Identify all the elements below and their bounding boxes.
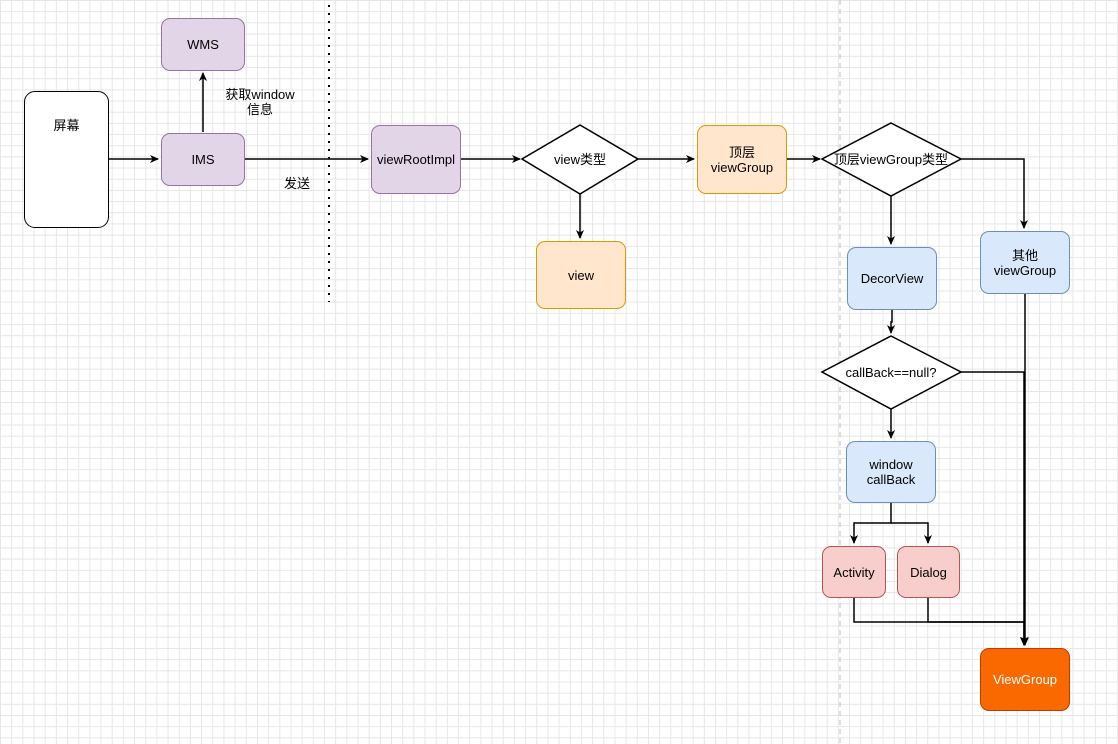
- node-other-view-group-label: 其他viewGroup: [993, 247, 1057, 278]
- decision-view-type-label: view类型: [554, 152, 606, 167]
- node-view-root-impl[interactable]: viewRootImpl: [371, 125, 461, 194]
- node-dialog[interactable]: Dialog: [897, 546, 960, 598]
- node-view-group[interactable]: ViewGroup: [980, 648, 1070, 711]
- node-wms-label: WMS: [187, 37, 219, 52]
- node-view[interactable]: view: [536, 241, 626, 309]
- node-window-callback[interactable]: window callBack: [846, 441, 936, 503]
- decision-top-viewgroup-type-label: 顶层viewGroup类型: [834, 152, 948, 167]
- node-dialog-label: Dialog: [910, 564, 947, 580]
- decision-view-type[interactable]: view类型: [520, 124, 640, 195]
- edge-type-to-otherviewgroup: [961, 158, 1028, 229]
- node-activity-label: Activity: [833, 564, 875, 580]
- node-ims[interactable]: IMS: [161, 133, 245, 186]
- node-view-root-impl-label: viewRootImpl: [376, 152, 456, 167]
- edge-decorview-to-callbacknull: [887, 310, 895, 334]
- edge-dialog-to-viewgroup: [927, 598, 1024, 623]
- edge-label-get-window-info: 获取window 信息: [225, 87, 295, 117]
- decision-top-viewgroup-type[interactable]: 顶层viewGroup类型: [820, 122, 963, 197]
- node-other-view-group[interactable]: 其他viewGroup: [980, 231, 1070, 294]
- node-decor-view-label: DecorView: [860, 271, 924, 286]
- node-top-view-group-label: 顶层viewGroup: [710, 144, 774, 175]
- edge-label-send: 发送: [284, 176, 311, 191]
- node-decor-view[interactable]: DecorView: [847, 247, 937, 310]
- edge-windowcallback-to-dialog: [891, 522, 932, 544]
- decision-callback-null-label: callBack==null?: [845, 365, 936, 380]
- node-wms[interactable]: WMS: [161, 18, 245, 71]
- node-ims-label: IMS: [191, 152, 215, 167]
- node-window-callback-label: window callBack: [866, 457, 916, 487]
- node-top-view-group[interactable]: 顶层viewGroup: [697, 125, 787, 194]
- node-screen-label: 屏幕: [53, 118, 80, 133]
- edge-callbacknull-to-viewgroup: [961, 371, 1028, 646]
- node-view-group-label: ViewGroup: [992, 672, 1058, 687]
- node-activity[interactable]: Activity: [822, 546, 886, 598]
- decision-callback-null[interactable]: callBack==null?: [820, 335, 963, 410]
- node-screen[interactable]: 屏幕: [24, 91, 109, 228]
- node-view-label: view: [567, 267, 594, 283]
- edge-windowcallback-to-activity: [850, 503, 892, 544]
